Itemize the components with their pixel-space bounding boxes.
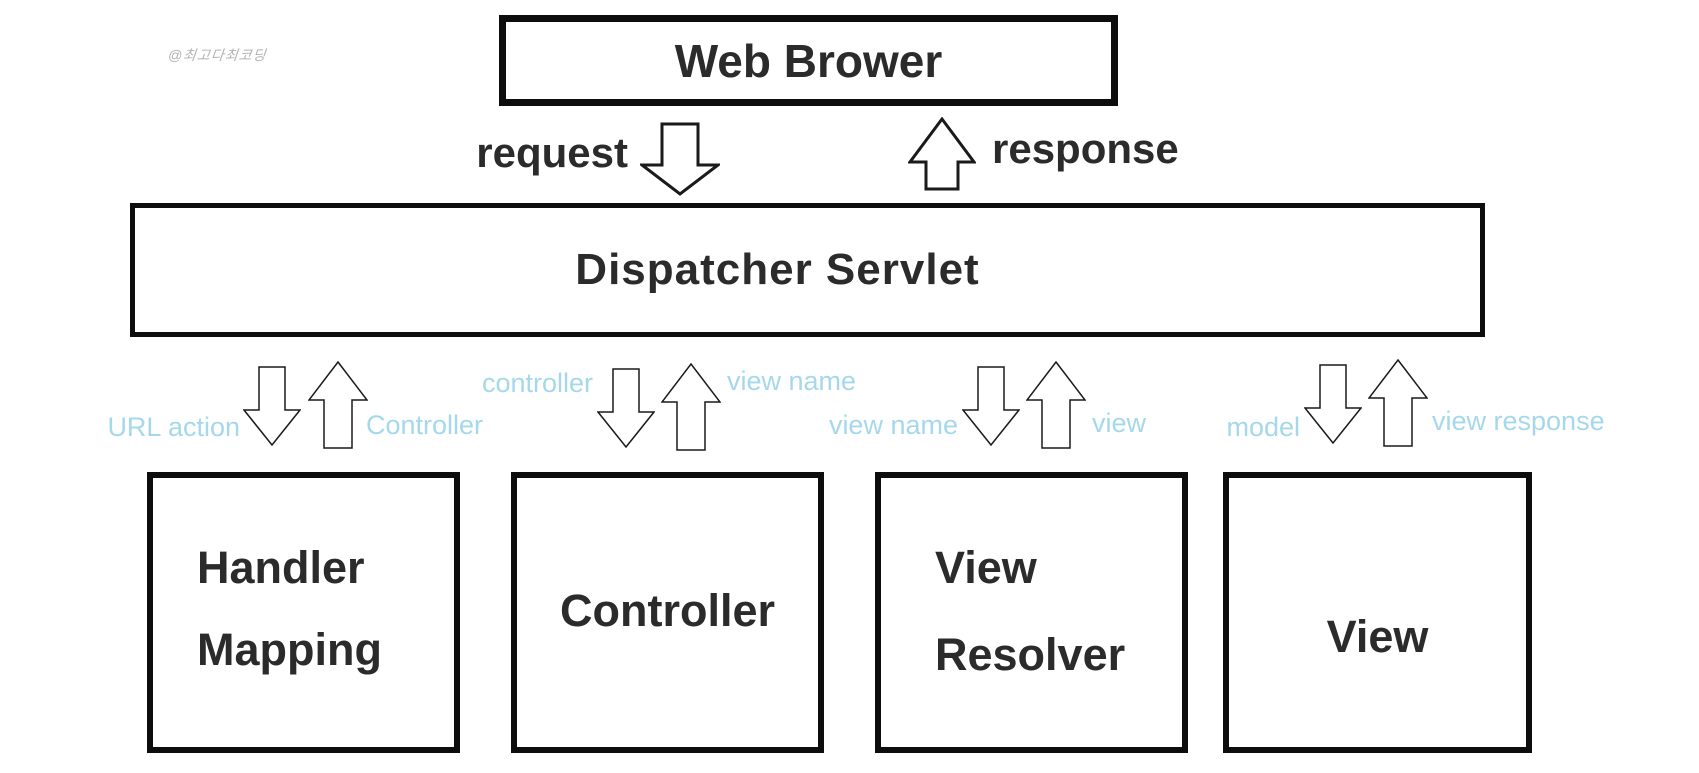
- handler-mapping-box: Handler Mapping: [147, 472, 460, 753]
- dispatcher-servlet-box: Dispatcher Servlet: [130, 203, 1485, 337]
- controller-label: Controller: [559, 585, 776, 636]
- connection-4-up-arrow-icon: [1368, 359, 1428, 447]
- web-browser-box: Web Brower: [499, 15, 1118, 106]
- connection-1-down-arrow-icon: [243, 366, 301, 446]
- dispatcher-servlet-label: Dispatcher Servlet: [575, 245, 980, 294]
- view-box: View: [1223, 472, 1532, 753]
- connection-4-up-label: view response: [1432, 406, 1605, 436]
- view-resolver-box: View Resolver: [875, 472, 1188, 753]
- connection-1-down-label: URL action: [107, 412, 240, 442]
- connection-2-up-arrow-icon: [661, 363, 721, 451]
- handler-mapping-label-line2: Mapping: [197, 624, 382, 675]
- view-label: View: [1326, 611, 1429, 662]
- watermark-text: @최고다최코딩: [167, 47, 268, 63]
- connection-2-down-label: controller: [481, 368, 593, 398]
- connection-2-up-label: view name: [727, 366, 857, 396]
- connection-1-up-label: Controller: [366, 410, 484, 440]
- handler-mapping-label-line1: Handler: [197, 542, 365, 593]
- web-browser-label: Web Brower: [674, 34, 943, 87]
- connection-3-down-label: view name: [828, 410, 958, 440]
- connection-3-up-label: view: [1092, 408, 1147, 438]
- connection-4-down-arrow-icon: [1304, 364, 1362, 444]
- request-label: request: [476, 129, 628, 176]
- connection-3-up-arrow-icon: [1026, 361, 1086, 449]
- connection-4-down-label: model: [1226, 412, 1300, 442]
- connection-3-down-arrow-icon: [962, 366, 1020, 446]
- view-resolver-label-line1: View: [935, 542, 1037, 593]
- request-down-arrow-icon: [640, 122, 720, 196]
- response-label: response: [992, 125, 1179, 172]
- connection-2-down-arrow-icon: [597, 368, 655, 448]
- view-resolver-label-line2: Resolver: [935, 629, 1126, 680]
- controller-box: Controller: [511, 472, 824, 753]
- response-up-arrow-icon: [908, 117, 976, 191]
- connection-1-up-arrow-icon: [308, 361, 368, 449]
